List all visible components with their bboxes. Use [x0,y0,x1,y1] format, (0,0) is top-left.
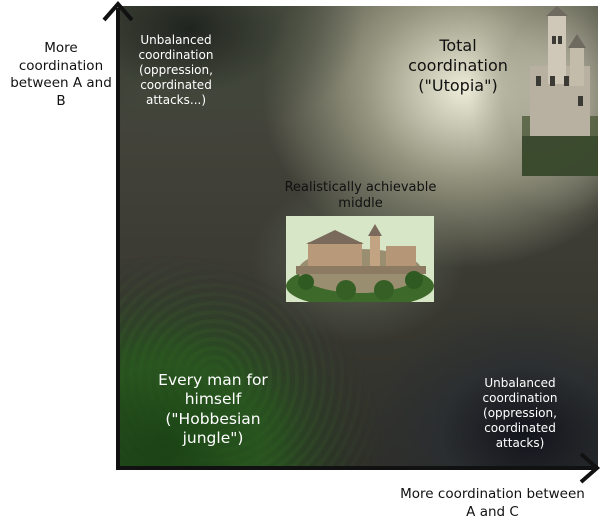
x-axis-label: More coordination between A and C [400,486,585,520]
top-left-quadrant-label: Unbalanced coordination (oppression, coo… [138,33,214,107]
diagram-plot-area: Unbalanced coordination (oppression, coo… [118,6,598,470]
middle-castle-image [286,216,434,302]
center-label: Realistically achievable middle [284,180,437,212]
bottom-left-quadrant-label: Every man for himself ("Hobbesian jungle… [158,371,268,448]
utopia-castle-image [522,6,598,176]
y-axis-label: More coordination between A and B [10,40,112,109]
top-right-quadrant-label: Total coordination ("Utopia") [408,36,508,95]
bottom-right-quadrant-label: Unbalanced coordination (oppression, coo… [482,376,558,450]
